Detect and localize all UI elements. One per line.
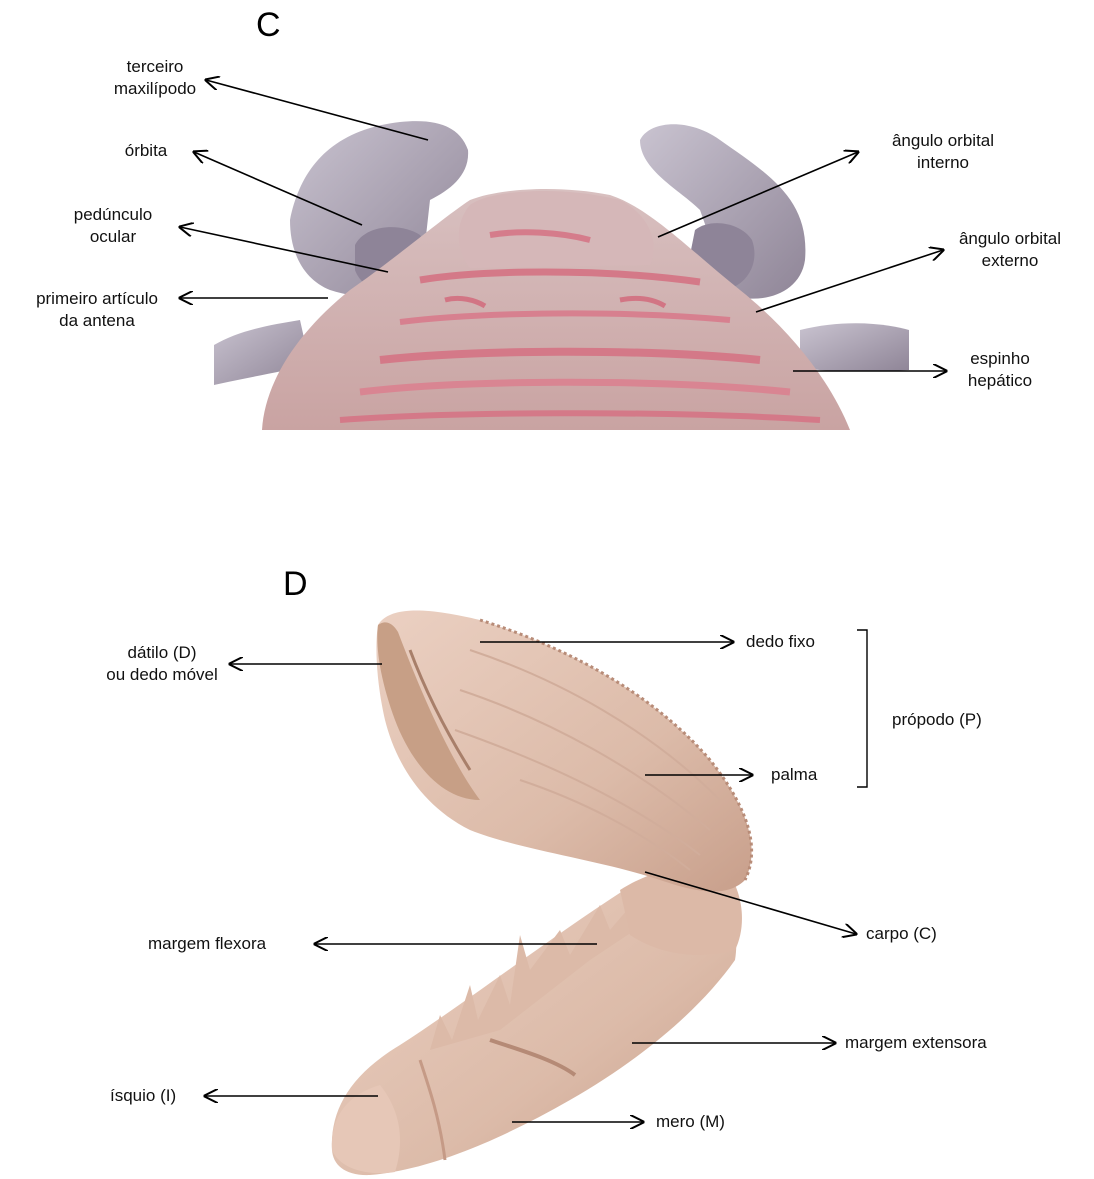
label-datilo: dátilo (D) ou dedo móvel <box>92 642 232 686</box>
label-terceiro-maxilipodo: terceiro maxilípodo <box>80 56 230 100</box>
label-margem-flexora: margem flexora <box>148 933 308 955</box>
label-margem-extensora: margem extensora <box>845 1032 1025 1054</box>
label-espinho-hepatico: espinho hepático <box>950 348 1050 392</box>
label-palma: palma <box>771 764 851 786</box>
claw-photo <box>332 610 752 1175</box>
label-isquio: ísquio (I) <box>110 1085 200 1107</box>
label-orbita: órbita <box>106 140 186 162</box>
label-angulo-orbital-interno: ângulo orbital interno <box>868 130 1018 174</box>
label-angulo-orbital-externo: ângulo orbital externo <box>940 228 1080 272</box>
label-primeiro-articulo: primeiro artículo da antena <box>12 288 182 332</box>
label-pedunculo-ocular: pedúnculo ocular <box>48 204 178 248</box>
panel-d-letter: D <box>283 565 308 604</box>
label-carpo: carpo (C) <box>866 923 966 945</box>
label-dedo-fixo: dedo fixo <box>746 631 846 653</box>
crab-front-photo <box>214 121 909 430</box>
label-mero: mero (M) <box>656 1111 746 1133</box>
label-propodo: própodo (P) <box>892 709 1012 731</box>
